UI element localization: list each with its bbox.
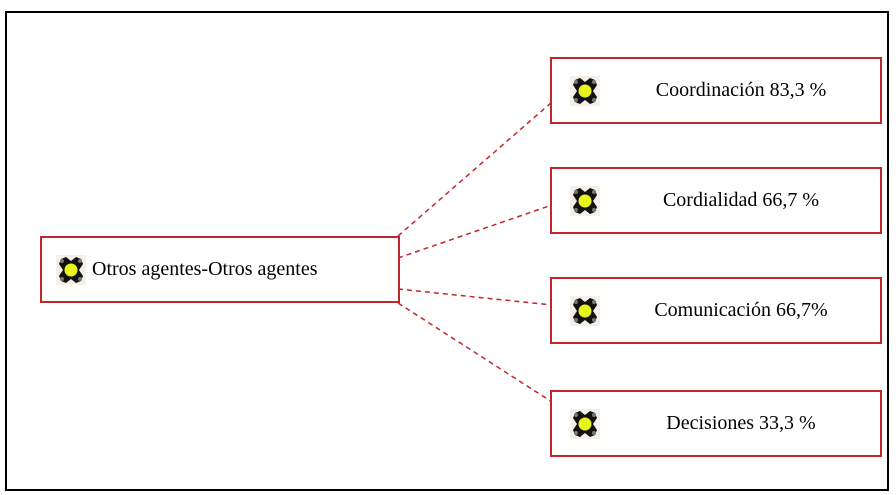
agent-icon	[570, 185, 600, 216]
node-label: Coordinación 83,3 %	[655, 79, 827, 101]
node-decisiones: Decisiones 33,3 %	[550, 390, 882, 457]
node-label: Comunicación 66,7%	[654, 299, 828, 321]
node-label: Cordialidad 66,7 %	[662, 189, 820, 211]
node-comunicacion: Comunicación 66,7%	[550, 277, 882, 344]
node-cordialidad: Cordialidad 66,7 %	[550, 167, 882, 234]
agent-icon	[56, 254, 86, 285]
node-label: Decisiones 33,3 %	[666, 412, 816, 434]
root-node: Otros agentes-Otros agentes	[40, 236, 400, 303]
connector-decisiones	[397, 302, 553, 403]
connector-cordialidad	[397, 204, 553, 259]
node-coordinacion: Coordinación 83,3 %	[550, 57, 882, 124]
agent-icon	[570, 75, 600, 106]
agent-icon	[570, 295, 600, 326]
connector-comunicacion	[397, 288, 553, 306]
root-label: Otros agentes-Otros agentes	[92, 258, 318, 280]
agent-icon	[570, 408, 600, 439]
connector-coordinacion	[397, 101, 553, 237]
